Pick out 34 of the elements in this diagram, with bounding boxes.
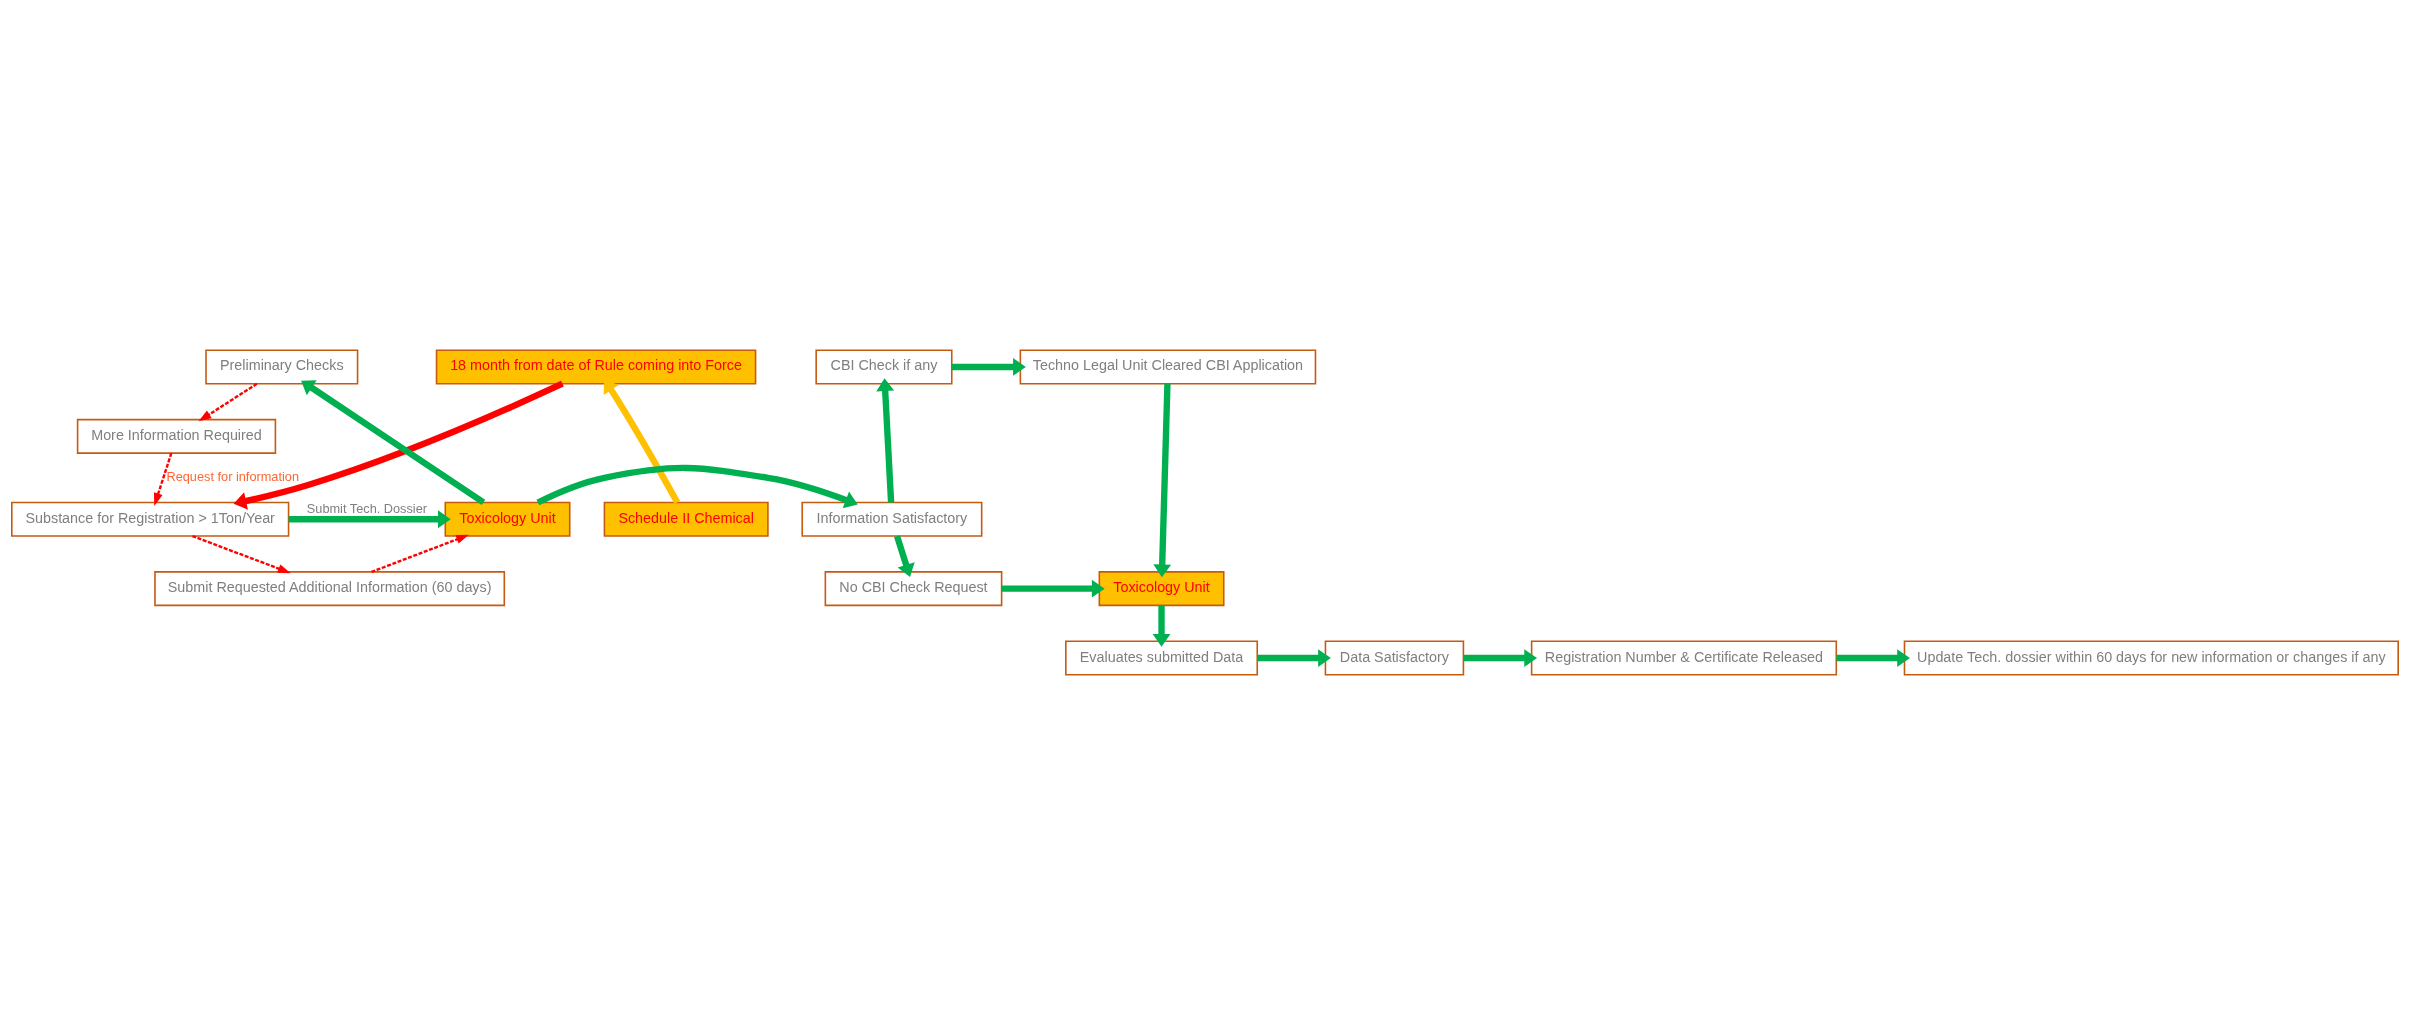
arrow xyxy=(1463,648,1537,667)
node-box: Schedule II Chemical xyxy=(603,501,769,537)
arrow xyxy=(288,509,451,528)
node-box: CBI Check if any xyxy=(815,348,953,384)
node-box: Techno Legal Unit Cleared CBI Application xyxy=(1019,348,1317,384)
arrow xyxy=(1152,605,1171,647)
node-box: More Information Required xyxy=(76,418,277,454)
node-box: Information Satisfactory xyxy=(801,501,983,537)
node-box: Data Satisfactory xyxy=(1324,640,1465,676)
arrow xyxy=(198,382,258,421)
node-box: Toxicology Unit xyxy=(1098,570,1225,606)
node-box: 18 month from date of Rule coming into Force xyxy=(435,348,757,384)
arrow xyxy=(301,379,486,505)
arrow xyxy=(1257,648,1331,667)
node-box: Toxicology Unit xyxy=(444,501,571,537)
arrow xyxy=(1153,383,1172,577)
edge-label: Request for information xyxy=(166,468,299,484)
node-box: Update Tech. dossier within 60 days for new information or changes if any xyxy=(1903,640,2399,676)
arrow xyxy=(153,452,173,506)
arrow xyxy=(876,377,895,503)
arrow xyxy=(233,380,564,510)
arrow xyxy=(1001,579,1105,598)
arrow xyxy=(951,357,1026,376)
node-box: No CBI Check Request xyxy=(824,570,1003,606)
arrow xyxy=(894,534,915,577)
arrow xyxy=(536,464,858,508)
node-box: Submit Requested Additional Information (60 days) xyxy=(154,570,506,606)
node-box: Preliminary Checks xyxy=(205,348,359,384)
node-box: Evaluates submitted Data xyxy=(1065,640,1259,676)
edge-label: Submit Tech. Dossier xyxy=(306,500,428,516)
node-box: Substance for Registration > 1Ton/Year xyxy=(11,501,290,537)
node-box: Registration Number & Certificate Released xyxy=(1530,640,1838,676)
arrow xyxy=(371,534,469,573)
arrow xyxy=(1836,648,1910,667)
